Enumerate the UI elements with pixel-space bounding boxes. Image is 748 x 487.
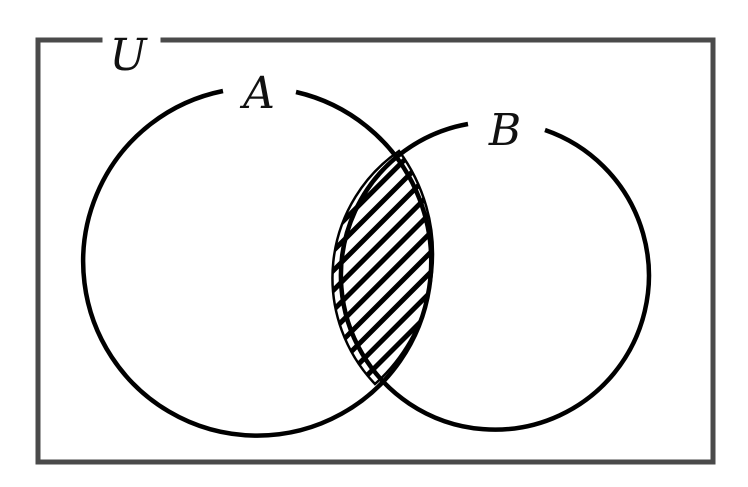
- set-b-circle: [338, 121, 652, 432]
- universe-frame: [35, 37, 716, 465]
- set-a-circle: [80, 88, 434, 438]
- universe-label: U: [109, 30, 148, 81]
- set-b-label: B: [488, 105, 521, 156]
- set-a-label: A: [239, 68, 275, 119]
- intersection-outline: [331, 149, 435, 386]
